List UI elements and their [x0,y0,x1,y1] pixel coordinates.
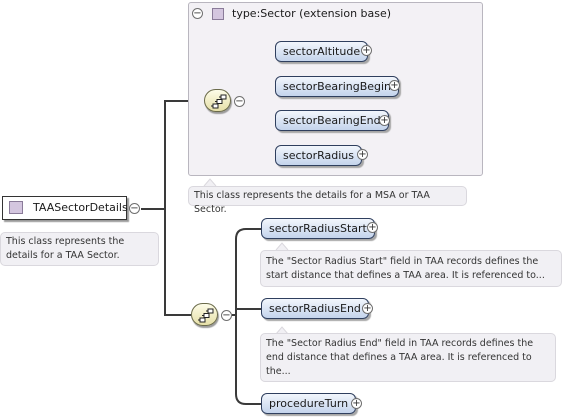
element-sectorRadiusEnd[interactable]: sectorRadiusEnd [261,298,369,319]
element-label: sectorBearingBegin [283,80,392,93]
collapse-extension-minus-circle-icon[interactable]: − [192,8,203,19]
element-label: sectorBearingEnd [283,114,381,127]
element-sectorAltitude[interactable]: sectorAltitude [275,41,369,62]
element-sectorRadius[interactable]: sectorRadius [275,145,362,166]
collapse-sequence-minus-circle-icon[interactable]: − [234,96,245,107]
element-label: procedureTurn [269,397,349,410]
extension-title: type:Sector (extension base) [232,7,392,20]
element-sectorBearingBegin[interactable]: sectorBearingBegin [275,76,400,97]
collapse-sequence-minus-circle-icon[interactable]: − [221,310,232,321]
element-label: sectorAltitude [283,45,361,58]
collapse-root-minus-circle-icon[interactable]: − [129,203,140,214]
element-label: sectorRadiusEnd [269,302,361,315]
expand-sectorRadius-plus-circle-icon[interactable]: + [357,149,368,160]
element-procedureTurn[interactable]: procedureTurn [261,393,357,414]
sequence-compositor-icon[interactable] [191,303,218,326]
element-sectorBearingEnd[interactable]: sectorBearingEnd [275,110,389,131]
sequence-compositor-icon[interactable] [204,89,231,112]
element-label: sectorRadiusStart [269,222,367,235]
complex-type-icon [9,201,23,214]
root-description: This class represents the details for a … [0,232,159,266]
sequence-compositor-glyph [211,94,227,109]
extension-description: This class represents the details for a … [188,186,467,215]
root-element-label: TAASectorDetails [33,201,128,214]
expand-sectorRadiusStart-plus-circle-icon[interactable]: + [367,222,378,233]
expand-sectorAltitude-plus-circle-icon[interactable]: + [361,45,372,56]
expand-sectorRadiusEnd-plus-circle-icon[interactable]: + [362,303,373,314]
expand-sectorBearingBegin-plus-circle-icon[interactable]: + [389,80,400,91]
sectorRadiusStart-description: The "Sector Radius Start" field in TAA r… [260,250,562,287]
element-sectorRadiusStart[interactable]: sectorRadiusStart [261,218,375,239]
complex-type-icon [212,8,224,20]
element-label: sectorRadius [283,149,354,162]
expand-sectorBearingEnd-plus-circle-icon[interactable]: + [379,115,390,126]
expand-procedureTurn-plus-circle-icon[interactable]: + [351,398,362,409]
sequence-compositor-glyph [198,308,214,323]
sectorRadiusEnd-description: The "Sector Radius End" field in TAA rec… [260,333,556,382]
